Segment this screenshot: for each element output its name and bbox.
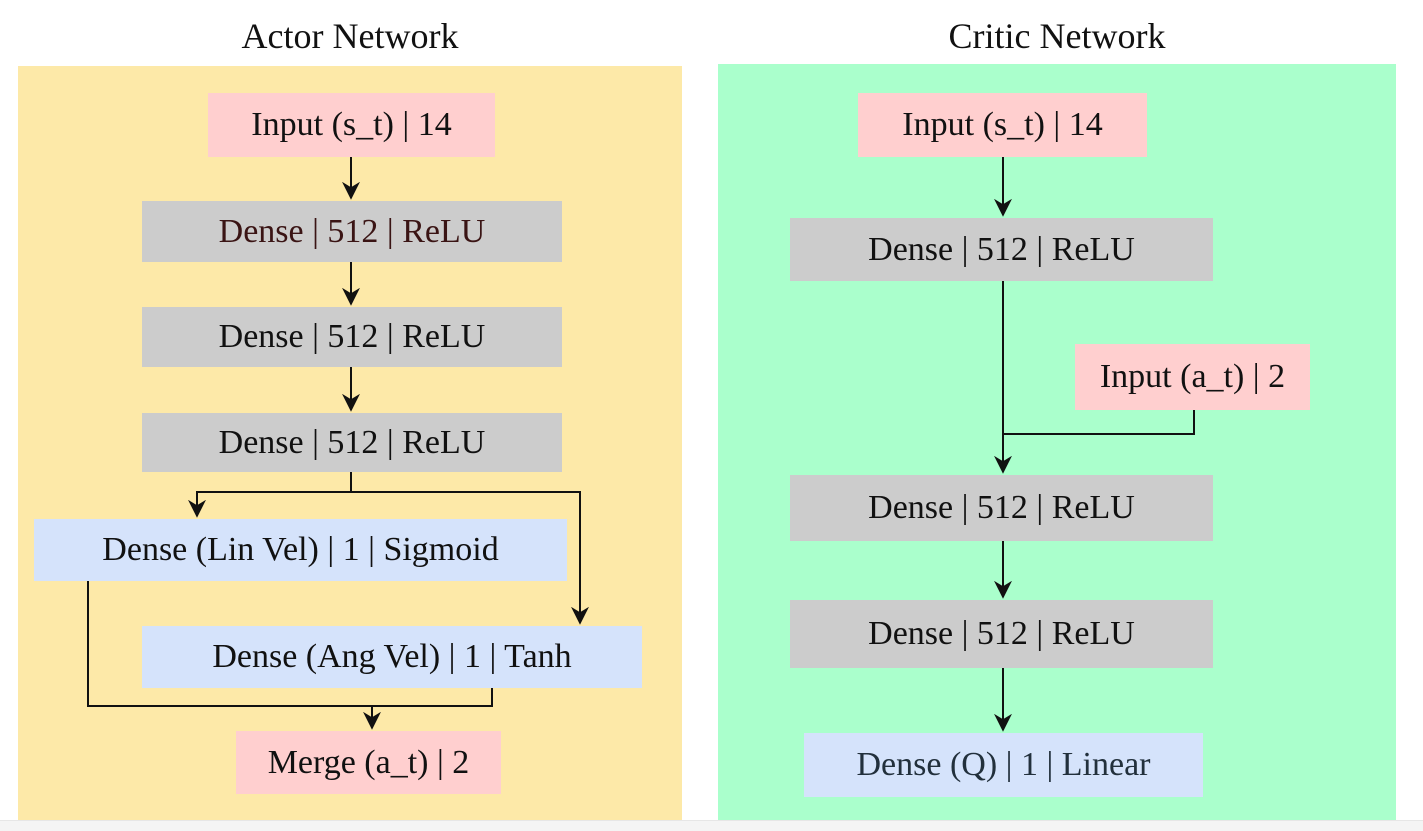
critic-output-node: Dense (Q) | 1 | Linear [804, 733, 1203, 797]
critic-input-action-label: Input (a_t) | 2 [1099, 358, 1286, 395]
actor-dense1-node: Dense | 512 | ReLU [142, 201, 562, 262]
critic-input-state-node: Input (s_t) | 14 [858, 93, 1147, 157]
critic-input-state-label: Input (s_t) | 14 [902, 106, 1103, 143]
critic-dense2-node: Dense | 512 | ReLU [790, 475, 1213, 541]
actor-linvel-label: Dense (Lin Vel) | 1 | Sigmoid [102, 531, 499, 568]
actor-dense3-label: Dense | 512 | ReLU [218, 423, 486, 461]
actor-title: Actor Network [241, 16, 459, 56]
critic-dense3-node: Dense | 512 | ReLU [790, 600, 1213, 668]
critic-dense3-label: Dense | 512 | ReLU [868, 615, 1135, 652]
actor-dense2-node: Dense | 512 | ReLU [142, 307, 562, 367]
critic-dense1-node: Dense | 512 | ReLU [790, 218, 1213, 281]
actor-angvel-label: Dense (Ang Vel) | 1 | Tanh [212, 638, 572, 675]
critic-panel [718, 64, 1396, 820]
actor-dense1-label: Dense | 512 | ReLU [218, 212, 486, 250]
bottom-edge [0, 820, 1423, 831]
actor-input-node: Input (s_t) | 14 [208, 93, 495, 157]
actor-merge-label: Merge (a_t) | 2 [267, 743, 470, 781]
actor-linvel-node: Dense (Lin Vel) | 1 | Sigmoid [34, 519, 567, 581]
critic-dense2-label: Dense | 512 | ReLU [868, 489, 1135, 526]
critic-dense1-label: Dense | 512 | ReLU [868, 230, 1135, 268]
actor-dense3-node: Dense | 512 | ReLU [142, 413, 562, 472]
actor-input-label: Input (s_t) | 14 [251, 106, 452, 143]
critic-output-label: Dense (Q) | 1 | Linear [856, 746, 1151, 783]
actor-merge-node: Merge (a_t) | 2 [236, 731, 501, 794]
critic-title: Critic Network [948, 16, 1166, 56]
critic-input-action-node: Input (a_t) | 2 [1075, 344, 1310, 410]
actor-dense2-label: Dense | 512 | ReLU [218, 318, 486, 355]
actor-angvel-node: Dense (Ang Vel) | 1 | Tanh [142, 626, 642, 688]
